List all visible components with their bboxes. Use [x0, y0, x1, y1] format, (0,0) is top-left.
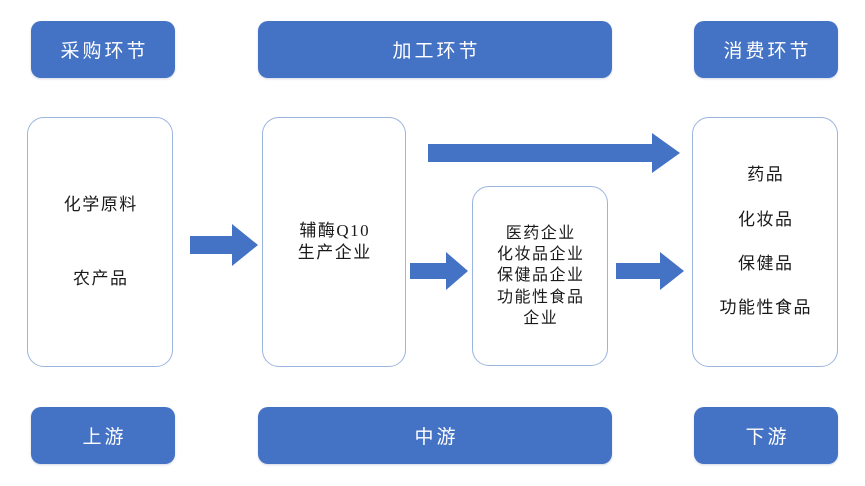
node-box-downstream-enterprises[interactable]: 医药企业 化妆品企业 保健品企业 功能性食品 企业	[472, 186, 608, 366]
node-label-health-products: 保健品	[738, 254, 794, 273]
tier-chip-downstream[interactable]: 下游	[694, 407, 838, 464]
arrow-enterprises-to-products	[616, 250, 684, 292]
node-label-functional-food-enterprise: 企业	[523, 309, 559, 327]
node-label-cosmetics-enterprise: 化妆品企业	[496, 246, 585, 264]
node-label-coq10: 辅酶Q10	[299, 220, 371, 240]
node-label-functional-food: 功能性食品	[496, 288, 585, 306]
tier-chip-midstream[interactable]: 中游	[258, 407, 612, 464]
right-block-arrow-icon	[428, 133, 680, 173]
stage-chip-processing[interactable]: 加工环节	[258, 21, 612, 78]
node-label-cosmetics: 化妆品	[738, 209, 794, 229]
tier-chip-upstream[interactable]: 上游	[31, 407, 175, 464]
right-block-arrow-icon	[616, 252, 684, 290]
arrow-producer-to-enterprises	[410, 250, 468, 292]
node-label-agricultural-products: 农产品	[73, 269, 129, 288]
stage-chip-procurement[interactable]: 采购环节	[31, 21, 175, 78]
node-label-health-products-enterprise: 保健品企业	[496, 267, 585, 285]
node-label-producer-enterprise: 生产企业	[297, 243, 372, 262]
node-box-coq10-producer[interactable]: 辅酶Q10 生产企业	[262, 117, 406, 367]
right-block-arrow-icon	[410, 252, 468, 290]
node-box-raw-materials[interactable]: 化学原料 农产品	[27, 117, 173, 367]
stage-chip-consumption[interactable]: 消费环节	[694, 21, 838, 78]
node-box-end-products[interactable]: 药品 化妆品 保健品 功能性食品	[692, 117, 838, 367]
node-label-chemical-materials: 化学原料	[63, 194, 138, 214]
node-label-pharma-enterprise: 医药企业	[505, 225, 576, 243]
arrow-producer-to-products	[428, 133, 680, 173]
arrow-raw-materials-to-producer	[190, 222, 258, 268]
node-label-functional-food-product: 功能性食品	[719, 298, 812, 318]
right-block-arrow-icon	[190, 224, 258, 266]
node-label-drugs: 药品	[747, 165, 785, 185]
